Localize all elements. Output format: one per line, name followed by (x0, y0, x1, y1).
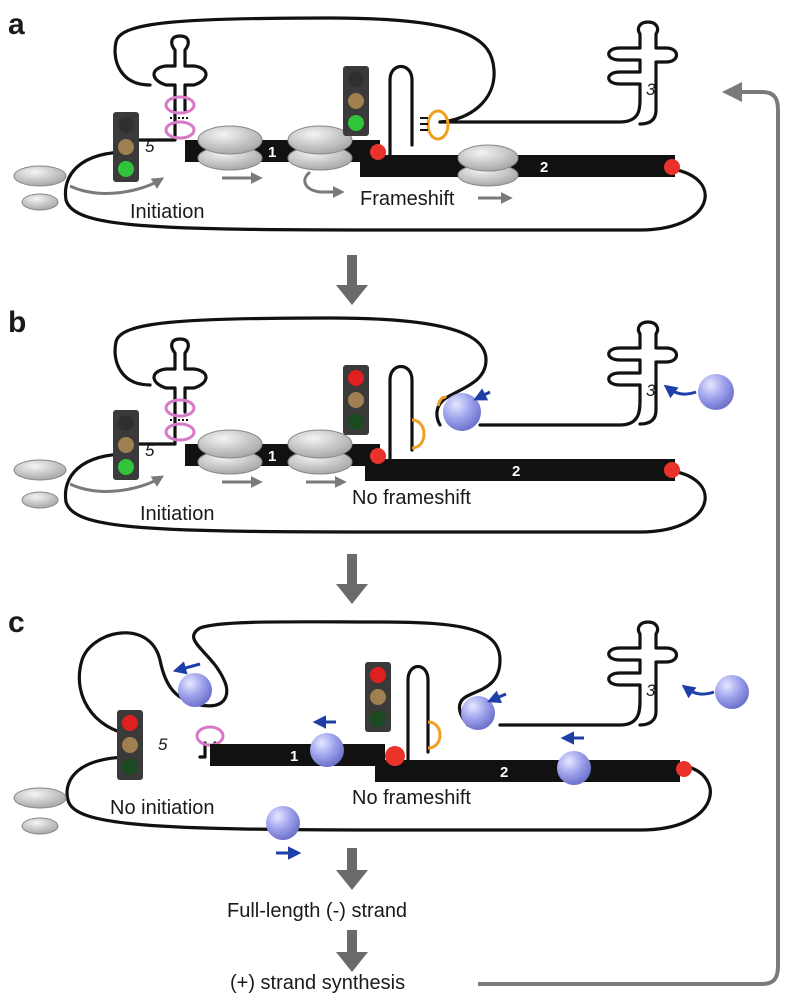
orf2-bar (360, 155, 675, 177)
three-prime-label: 3 (646, 681, 656, 700)
rna-strand (113, 16, 496, 124)
frameshift-stemloop (406, 664, 430, 762)
pink-loop (164, 422, 196, 442)
ribosome-icon (197, 125, 263, 171)
panel-c: c 5 1 2 3 (8, 606, 749, 860)
traffic-light-icon (343, 365, 369, 435)
replicase-icon (443, 393, 481, 431)
replicase-icon (557, 751, 591, 785)
frameshift-label: No frameshift (352, 787, 471, 809)
ribosome-icon (13, 459, 67, 481)
replicase-icon (178, 673, 212, 707)
five-prime-end (198, 741, 207, 759)
full-length-strand-label: Full-length (-) strand (227, 900, 407, 922)
down-arrow-head (336, 285, 368, 305)
feedback-arrow-head (722, 82, 742, 102)
stop-codon-icon (370, 144, 386, 160)
five-prime-label: 5 (158, 735, 168, 754)
orf1-label: 1 (268, 448, 276, 465)
stop-codon-icon (676, 761, 692, 777)
ribosome-icon (13, 787, 67, 809)
orf2-label: 2 (512, 463, 520, 480)
ribosome-icon (457, 144, 519, 187)
initiation-label: Initiation (130, 201, 205, 223)
pink-loop (164, 120, 196, 140)
pink-loop (195, 725, 225, 747)
rna-strand (438, 98, 642, 124)
rna-strand (113, 316, 488, 427)
ribosome-icon (21, 817, 59, 835)
stop-codon-icon (664, 462, 680, 478)
panel-b: b 5 1 2 3 (8, 306, 734, 534)
pink-loop (164, 398, 196, 418)
traffic-light-icon (117, 710, 143, 780)
panel-a: a 5 1 2 3 (8, 8, 707, 232)
rna-strand (498, 698, 642, 727)
initiation-label: No initiation (110, 797, 215, 819)
orange-loop (411, 418, 426, 450)
rna-strand (63, 452, 707, 534)
rna-strand (65, 755, 712, 832)
cloverleaf-5-prime (152, 337, 208, 442)
orf1-label: 1 (290, 748, 298, 765)
down-arrow-head (336, 952, 368, 972)
five-prime-label: 5 (145, 137, 155, 156)
cloverleaf-3-prime: 3 (607, 20, 679, 126)
replicase-icon (698, 374, 734, 410)
plus-strand-synthesis-label: (+) strand synthesis (230, 972, 405, 994)
frameshift-label: Frameshift (360, 188, 455, 210)
cloverleaf-3-prime: 3 (607, 320, 679, 426)
ribosome-icon (21, 491, 59, 509)
stop-codon-icon (385, 746, 405, 766)
five-prime-label: 5 (145, 441, 155, 460)
traffic-light-icon (343, 66, 369, 136)
replicase-icon (310, 733, 344, 767)
panel-letter-a: a (8, 8, 25, 41)
pink-loop (164, 95, 196, 115)
rna-strand (77, 620, 502, 737)
down-arrow-head (336, 584, 368, 604)
orange-loop (426, 109, 450, 141)
down-arrow-head (336, 870, 368, 890)
ribosome-icon (287, 429, 353, 475)
cloverleaf-3-prime: 3 (607, 620, 679, 727)
panel-letter-b: b (8, 306, 26, 339)
initiation-label: Initiation (140, 503, 215, 525)
ribosome-icon (287, 125, 353, 171)
frameshift-label: No frameshift (352, 487, 471, 509)
ribosome-icon (21, 193, 59, 211)
orf1-label: 1 (268, 144, 276, 161)
replicase-icon (715, 675, 749, 709)
orf2-bar (365, 459, 675, 481)
traffic-light-icon (113, 410, 139, 480)
traffic-light-icon (113, 112, 139, 182)
cloverleaf-5-prime (152, 34, 208, 140)
ribosome-icon (197, 429, 263, 475)
feedback-arrow (478, 90, 780, 986)
stop-codon-icon (370, 448, 386, 464)
orf2-bar (375, 760, 680, 782)
replicase-icon (461, 696, 495, 730)
frameshift-stemloop (388, 364, 414, 461)
stop-codon-icon (664, 159, 680, 175)
rna-strand (478, 398, 642, 427)
replicase-icon (266, 806, 300, 840)
panel-letter-c: c (8, 606, 25, 639)
orf2-label: 2 (500, 764, 508, 781)
frameshift-stemloop (388, 64, 414, 157)
three-prime-label: 3 (646, 80, 656, 99)
rna-strand (63, 150, 707, 232)
traffic-light-icon (365, 662, 391, 732)
three-prime-label: 3 (646, 381, 656, 400)
orf2-label: 2 (540, 159, 548, 176)
ribosome-icon (13, 165, 67, 187)
five-prime-end (136, 410, 177, 446)
orange-loop (427, 720, 442, 750)
